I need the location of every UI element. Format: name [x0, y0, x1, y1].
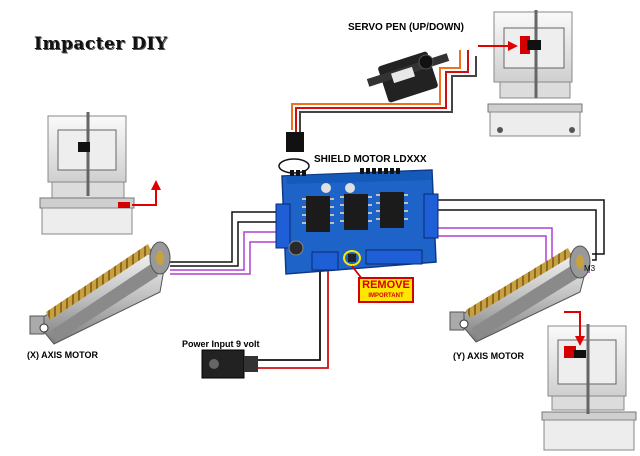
red-arrows	[132, 45, 581, 340]
y-axis-motor-label: (Y) AXIS MOTOR	[453, 351, 525, 361]
terminal-power	[311, 251, 339, 271]
m3-label: M3	[584, 264, 596, 273]
y-axis-motor	[449, 245, 591, 343]
remove-text: REMOVE	[362, 279, 410, 291]
page-title: Impacter DIY	[34, 34, 168, 54]
driver-chip-3	[380, 192, 404, 228]
arrow-head-left	[151, 180, 161, 190]
x-axis-motor	[29, 241, 171, 345]
plotter-illustration-left	[39, 112, 135, 235]
x-motor-wires	[170, 211, 282, 275]
plotter-illustration-bottom-right	[541, 324, 637, 451]
x-axis-motor-label: (X) AXIS MOTOR	[27, 350, 99, 360]
important-text: IMPORTANT	[368, 293, 404, 299]
driver-chip-2	[344, 194, 368, 230]
jumper-highlight	[343, 250, 361, 266]
remove-callout: REMOVE IMPORTANT	[358, 277, 414, 303]
motor-shield	[275, 168, 439, 285]
servo-label: SERVO PEN (UP/DOWN)	[348, 22, 464, 33]
terminal-left	[275, 203, 291, 249]
arrow-head-bottom	[575, 336, 585, 346]
servo-cable	[291, 50, 477, 134]
terminal-bottom	[365, 249, 423, 265]
shield-label: SHIELD MOTOR LDXXX	[314, 154, 427, 165]
power-wires	[258, 270, 329, 369]
terminal-right	[423, 193, 439, 239]
arrow-head-top	[508, 41, 518, 51]
power-input-label: Power Input 9 volt	[182, 339, 260, 349]
plotter-illustration-top-right	[487, 10, 583, 137]
power-jack	[201, 349, 258, 379]
servo-motor	[366, 51, 450, 103]
driver-chip-1	[306, 196, 330, 232]
servo-plug	[286, 132, 304, 152]
